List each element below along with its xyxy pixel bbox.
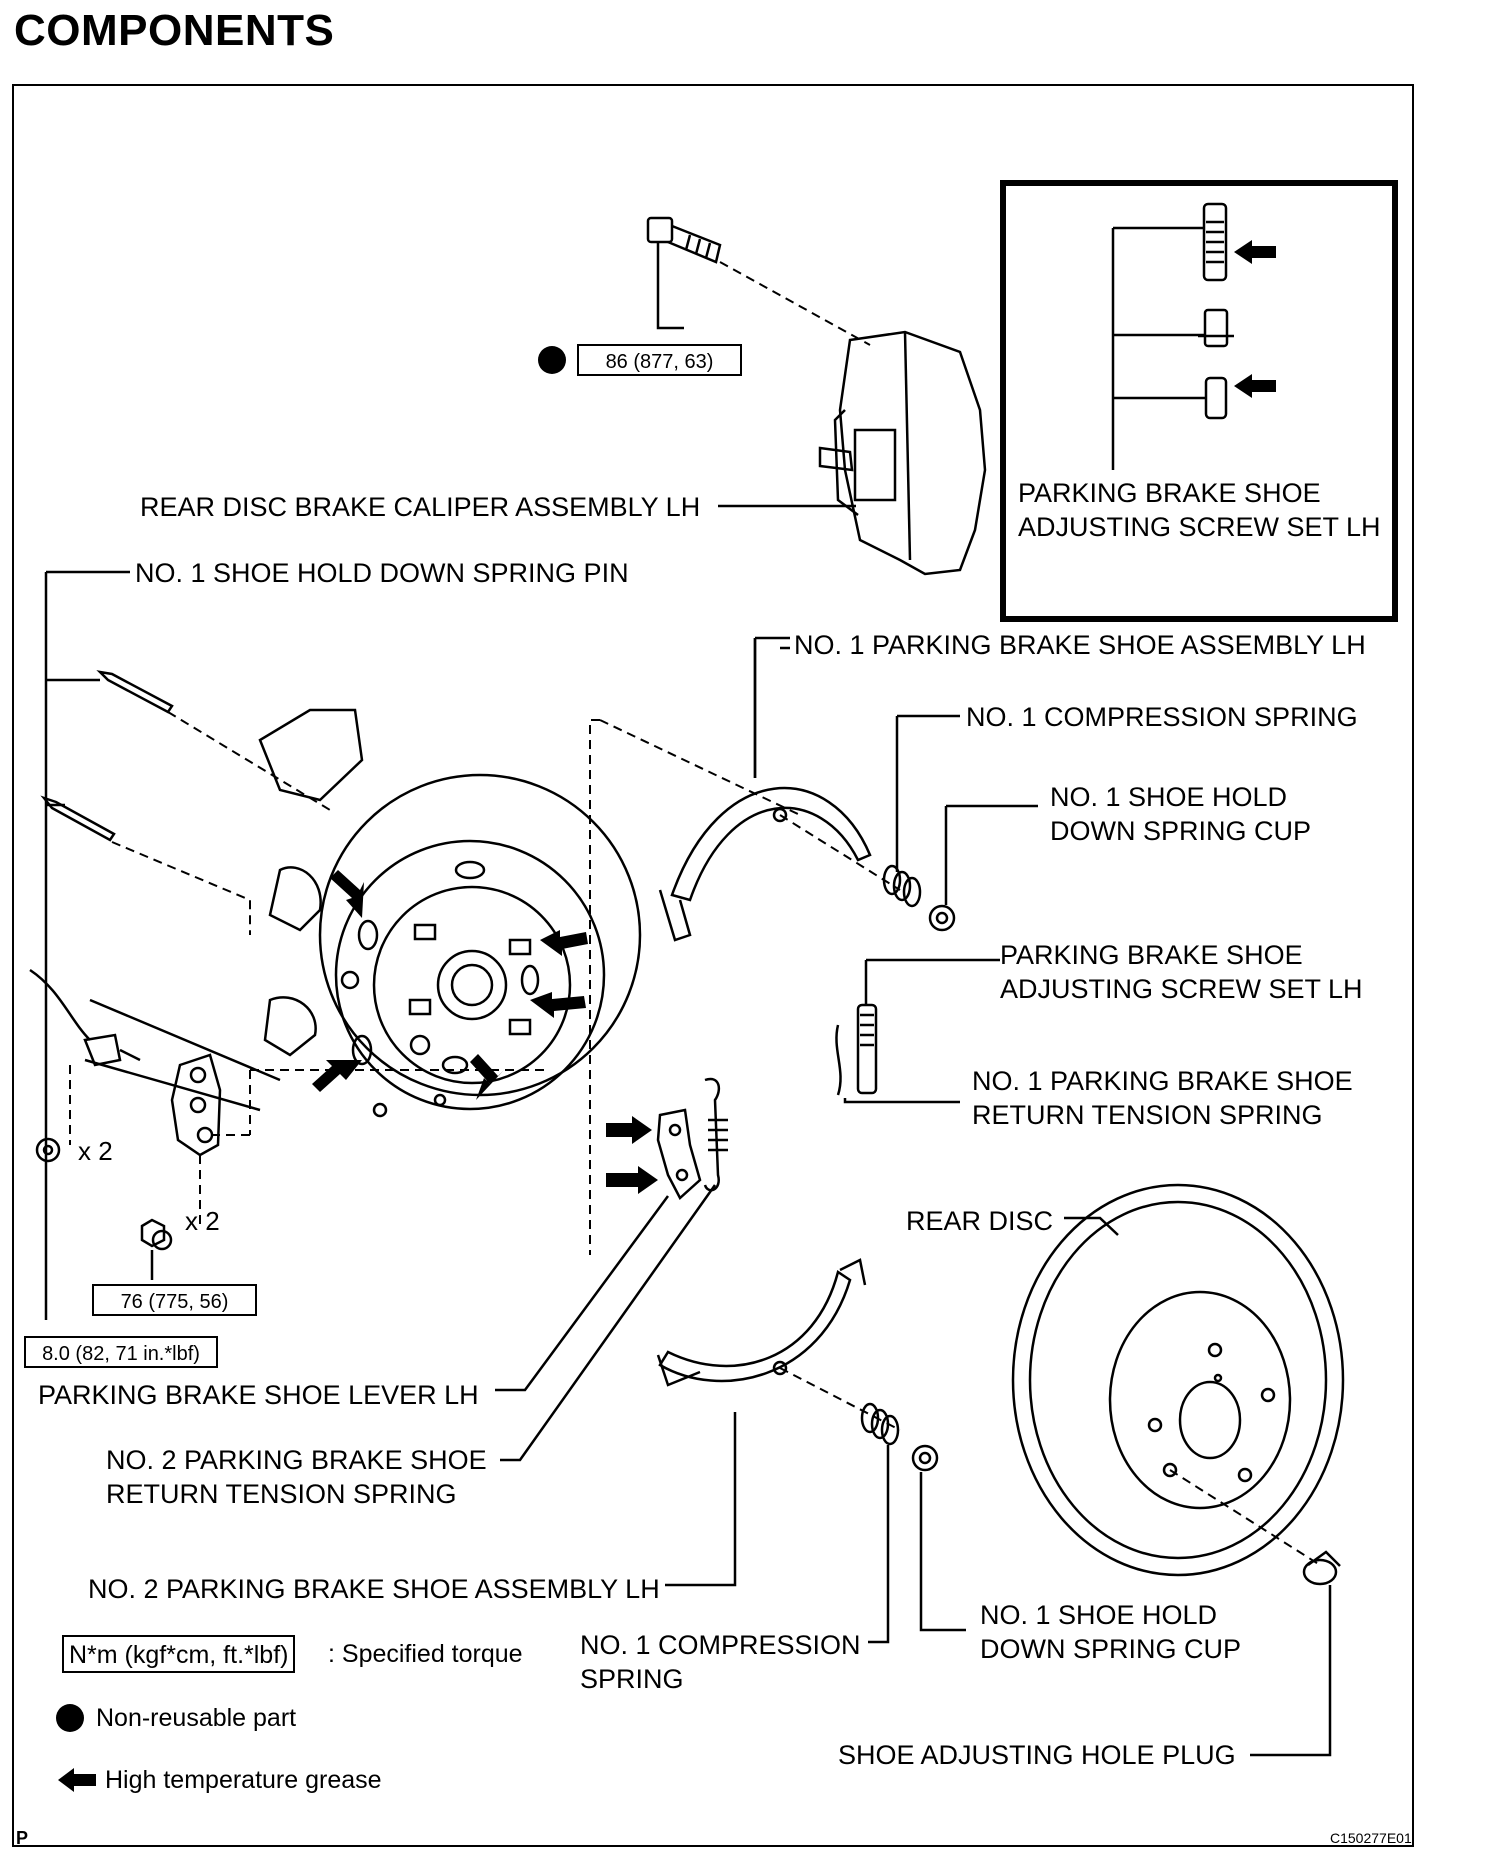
label-shoe2-assembly: NO. 2 PARKING BRAKE SHOE ASSEMBLY LH — [88, 1574, 660, 1604]
label-caliper-assembly: REAR DISC BRAKE CALIPER ASSEMBLY LH — [140, 492, 701, 522]
hub-studs — [340, 860, 540, 1118]
torque-caliper-bolt: 86 (877, 63) — [577, 344, 742, 376]
label-inset-line1: PARKING BRAKE SHOE — [1018, 478, 1321, 508]
inset-box — [1000, 180, 1398, 622]
inset-bracket — [1111, 226, 1205, 470]
label-inset-line2: ADJUSTING SCREW SET LH — [1018, 512, 1381, 542]
torque-mounting-nut: 76 (775, 56) — [92, 1284, 257, 1316]
label-spring-cup-bottom-2: DOWN SPRING CUP — [980, 1634, 1242, 1664]
multiplier-small-nut: x 2 — [78, 1136, 113, 1166]
label-adjusting-screw-1: PARKING BRAKE SHOE — [1000, 940, 1303, 970]
hold-down-cup-top — [928, 804, 1038, 932]
caliper-body — [818, 330, 987, 576]
rear-disc — [1011, 1183, 1345, 1577]
label-adjusting-screw-2: ADJUSTING SCREW SET LH — [1000, 974, 1363, 1004]
label-return-spring2-1: NO. 2 PARKING BRAKE SHOE — [106, 1445, 487, 1475]
hold-down-pins — [40, 670, 174, 842]
anchor-plate — [83, 1033, 222, 1157]
label-rear-disc: REAR DISC — [906, 1206, 1054, 1236]
legend-grease: High temperature grease — [105, 1766, 382, 1794]
filled-circle-icon — [56, 1704, 84, 1732]
label-return-spring1-1: NO. 1 PARKING BRAKE SHOE — [972, 1066, 1353, 1096]
caliper-mounting-nut — [140, 1218, 173, 1251]
inset-grease-arrows — [1234, 240, 1276, 398]
label-compression-spring-bottom-1: NO. 1 COMPRESSION — [580, 1630, 861, 1660]
lever-grease-arrows — [606, 1116, 658, 1194]
corner-letter: P — [16, 1828, 29, 1848]
diagram-frame — [12, 84, 1414, 1847]
legend-torque-text: : Specified torque — [328, 1640, 523, 1668]
shoe-lever — [656, 1077, 728, 1201]
label-hole-plug: SHOE ADJUSTING HOLE PLUG — [838, 1740, 1236, 1770]
label-return-spring1-2: RETURN TENSION SPRING — [972, 1100, 1323, 1130]
inset-adjusting-screw — [1198, 202, 1234, 420]
label-spring-cup-top-2: DOWN SPRING CUP — [1050, 816, 1312, 846]
pin-leader — [44, 570, 130, 1320]
legend-nonreusable: Non-reusable part — [96, 1704, 297, 1732]
hold-down-cup-bottom — [911, 1444, 966, 1632]
adjusting-screw-set — [835, 958, 1000, 1104]
compression-spring-bottom — [860, 1402, 900, 1644]
nonreusable-mark — [538, 346, 566, 374]
adjusting-hole-plug — [1250, 1550, 1341, 1757]
parking-shoe-2 — [656, 1258, 867, 1387]
grease-arrow-icon — [58, 1768, 96, 1792]
label-spring-cup-bottom-1: NO. 1 SHOE HOLD — [980, 1600, 1218, 1630]
parking-shoe-1 — [658, 786, 872, 942]
compression-spring-top — [882, 714, 960, 908]
illustration-code: C150277E01 — [1330, 1830, 1412, 1846]
caliper-bolt — [646, 216, 722, 330]
small-nut — [35, 1137, 61, 1163]
legend-torque-box: N*m (kgf*cm, ft.*lbf) — [62, 1635, 296, 1673]
torque-small-nut: 8.0 (82, 71 in.*lbf) — [24, 1336, 218, 1368]
label-shoe1-assembly: NO. 1 PARKING BRAKE SHOE ASSEMBLY LH — [794, 630, 1366, 660]
label-shoe-lever: PARKING BRAKE SHOE LEVER LH — [38, 1380, 479, 1410]
hub-grease-arrows — [312, 870, 588, 1100]
label-compression-spring-bottom-2: SPRING — [580, 1664, 684, 1694]
page-title: COMPONENTS — [14, 6, 335, 55]
label-hold-down-spring-pin: NO. 1 SHOE HOLD DOWN SPRING PIN — [135, 558, 629, 588]
label-compression-spring-top: NO. 1 COMPRESSION SPRING — [966, 702, 1358, 732]
multiplier-mounting-nut: x 2 — [185, 1206, 220, 1236]
label-spring-cup-top-1: NO. 1 SHOE HOLD — [1050, 782, 1288, 812]
label-return-spring2-2: RETURN TENSION SPRING — [106, 1479, 457, 1509]
